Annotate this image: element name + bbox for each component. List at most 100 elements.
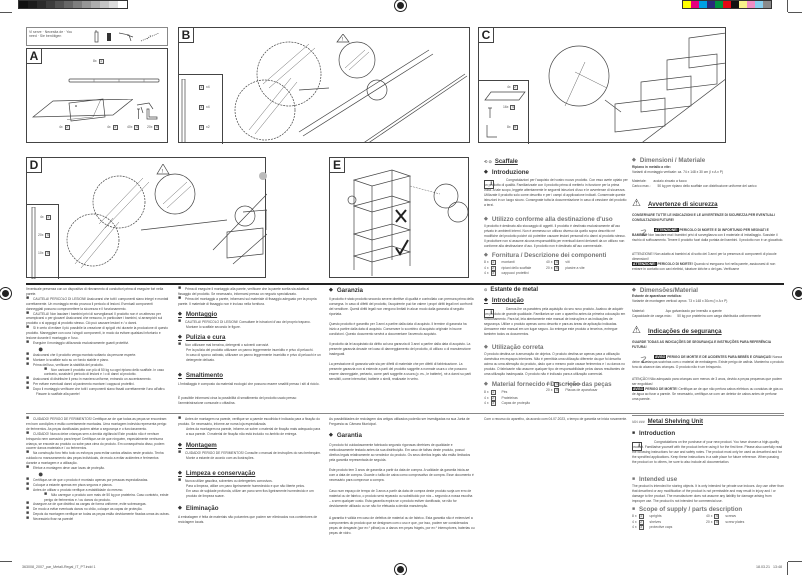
- pt-dimensions-subtitle: Estante de aparafusar metálica:: [632, 294, 682, 298]
- pt-dimensions-heading: Dimensões/Material: [632, 287, 698, 294]
- color-swatch: [683, 1, 691, 8]
- print-file-name: 363008_2007_par_Metall-Regal_IT_PT.indd …: [22, 565, 96, 569]
- product-icon: ⊙: [484, 287, 488, 292]
- color-swatch: [715, 1, 723, 8]
- pt-safety-keep: GUARDE TODAS AS INDICAÇÕES DE SEGURANÇA …: [632, 340, 771, 349]
- it-warranty-p3: Il prodotto da lei acquistato dà diritto…: [329, 342, 471, 356]
- pt-assembly-heading: Montagem: [178, 442, 217, 449]
- svg-text:!: !: [162, 169, 163, 175]
- it-safety-keep: CONSERVARE TUTTE LE INDICAZIONI E LE AVV…: [632, 213, 775, 222]
- panel-label-c: C: [478, 27, 494, 43]
- grayscale-swatch: [55, 1, 64, 8]
- it-warranty-heading: Garanzia: [329, 287, 363, 294]
- pt-safety-warning-2: ATENÇÃO! Não adequado para crianças com …: [632, 377, 783, 386]
- pt-assembly-list: CUIDADO! PERIGO DE FERIMENTOS! Consulte …: [178, 451, 322, 461]
- en-intended-use-heading: Intended use: [632, 476, 677, 483]
- shelving-unit-drawing: [347, 169, 468, 276]
- color-swatch: [699, 1, 707, 8]
- it-material-row: Materiale: acciaio zincato a fuoco: [632, 179, 687, 183]
- color-swatch: [755, 1, 763, 8]
- it-dimensions-line: Varianti di montaggio verticale: ca. 74 …: [632, 170, 724, 174]
- grayscale-swatch: [73, 1, 82, 8]
- diagram-panel-e: E: [329, 157, 469, 278]
- section-divider: [632, 415, 784, 416]
- pt-care-list: Nunca utilize gasolina, solventes ou det…: [178, 479, 322, 499]
- it-safety-warning-3: ATTENZIONE! PERICOLO DI MORTE! Quando si…: [632, 262, 776, 271]
- registration-mark-bottom: [397, 566, 404, 573]
- registration-mark-left: [2, 290, 9, 297]
- pt-intended-use-body: O produto destina-se à arrumação de obje…: [484, 352, 625, 376]
- warning-triangle-icon: ⚠: [632, 198, 641, 209]
- upright-drawing: [67, 78, 160, 122]
- pt-material-row: Material: Aço galvanizado por imersão a …: [632, 309, 722, 313]
- info-book-icon: i: [484, 309, 494, 318]
- grayscale-swatch: [37, 1, 46, 8]
- grayscale-swatch: [46, 1, 55, 8]
- pt-warranty-p5: Com o recurso do aparelho, da acordo com…: [484, 417, 628, 421]
- registration-mark-right: [795, 290, 802, 297]
- pt-introduction-heading: Introdução: [484, 297, 524, 304]
- it-care-heading: Pulizia e cura: [178, 334, 226, 341]
- shelf-drawing: [31, 99, 133, 118]
- color-swatch: [723, 1, 731, 8]
- it-warranty-p1: Il prodotto è stato prodotto secondo sev…: [329, 297, 474, 316]
- pt-introduction-body: Damos-lhe os parabéns pela aquisição do …: [484, 307, 626, 336]
- grayscale-swatch: [100, 1, 109, 8]
- crop-mark: [788, 12, 802, 13]
- no-children-icon: ☡: [640, 228, 649, 238]
- crop-mark: [787, 0, 788, 12]
- panel-label-d: D: [26, 157, 42, 173]
- grayscale-swatch: [19, 1, 28, 8]
- it-assembly-list: CAUTELA! PERICOLO DI LESIONI! Consultare…: [178, 320, 322, 330]
- it-safety-heading: Avvertenze di sicurezza: [648, 201, 718, 208]
- grayscale-swatch: [64, 1, 73, 8]
- pt-safety-warning-3: AVISO PERIGO DE MORTE! Certifique-se de …: [632, 387, 784, 401]
- color-calibration-bar: [682, 0, 772, 9]
- product-icon: ⟲ ⊙: [484, 159, 492, 164]
- color-swatch: [691, 1, 699, 8]
- it-assembly-heading: Montaggio: [178, 311, 217, 318]
- warning-triangle-icon: ⚠: [632, 325, 641, 336]
- it-disposal-p1: L'imballaggio è composto da materiali ec…: [178, 382, 320, 386]
- pt-warranty-p1: O produto foi cuidadosamente fabricado s…: [329, 443, 471, 462]
- en-intended-use-body: The product is intended for storing obje…: [632, 484, 784, 503]
- color-swatch: [731, 1, 739, 8]
- it-intended-use-body: Il prodotto è destinato allo stoccaggio …: [484, 224, 626, 248]
- pt-disposal-heading: Eliminação: [178, 505, 219, 512]
- crop-mark: [787, 562, 788, 575]
- gloves-icon: ●: [38, 343, 44, 354]
- grayscale-swatch: [109, 1, 118, 8]
- it-warranty-p4: La prestazione di garanzia vale sia per …: [329, 362, 472, 381]
- grayscale-swatch: [28, 1, 37, 8]
- color-swatch: [707, 1, 715, 8]
- en-introduction-body: Congratulations on the purchase of your …: [632, 440, 783, 464]
- it-supply-heading: Fornitura / Descrizione dei componenti: [484, 252, 606, 259]
- panel-label-b: B: [178, 27, 194, 43]
- shelf-assembly-drawing: [548, 32, 725, 142]
